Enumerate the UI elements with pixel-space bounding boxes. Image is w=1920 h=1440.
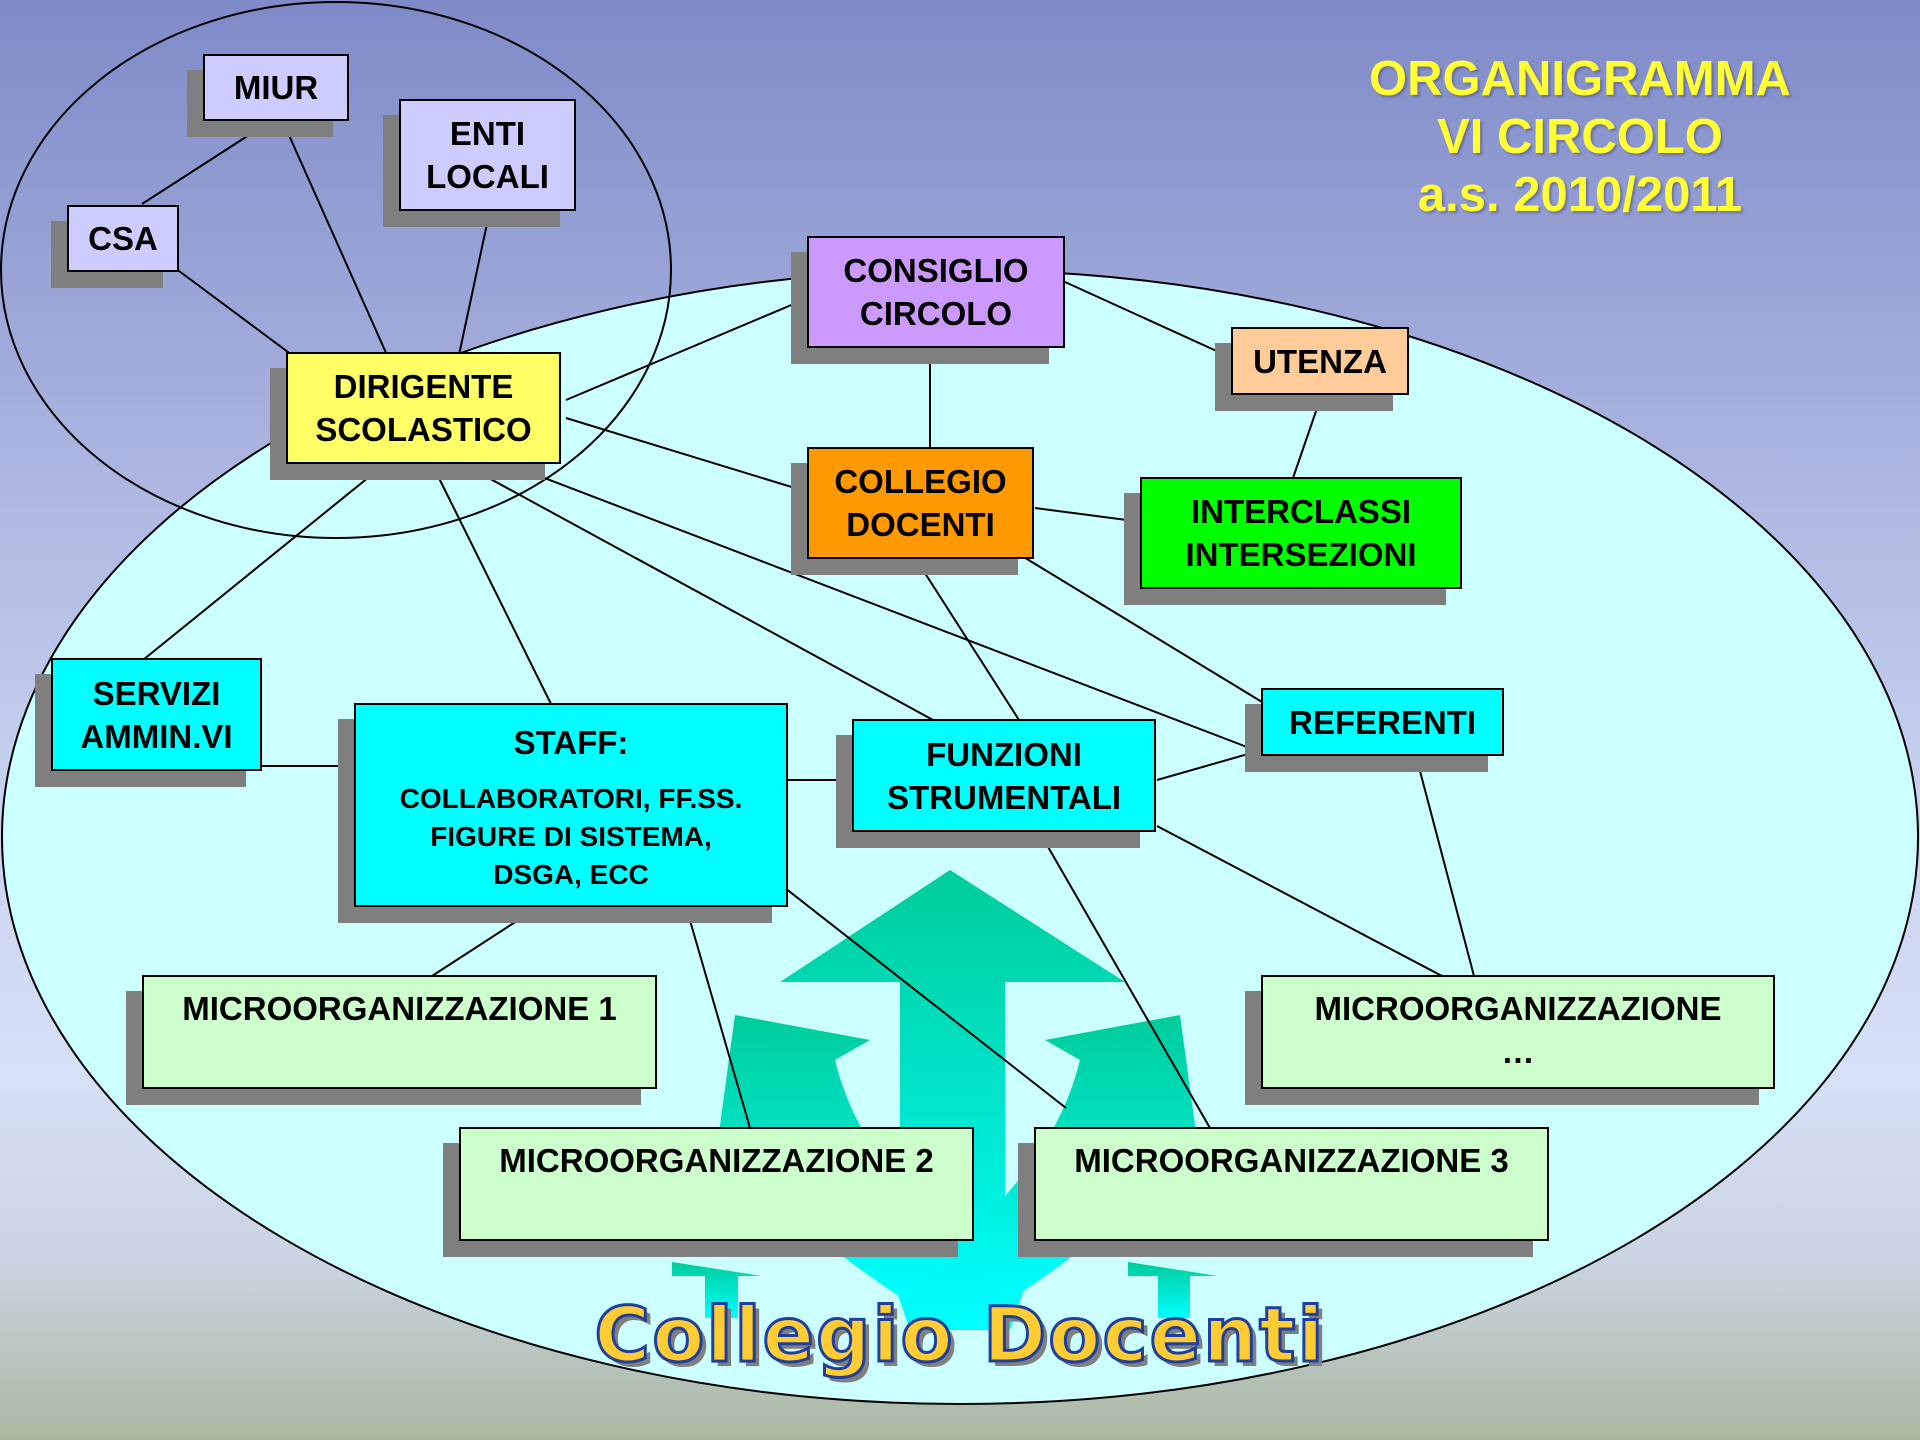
node-microorganizzazione-n: MICROORGANIZZAZIONE … [1261, 975, 1775, 1089]
node-micro1-label: MICROORGANIZZAZIONE 1 [182, 990, 617, 1027]
line-utenza-interclassi [1292, 387, 1325, 479]
node-funzioni-line-1: FUNZIONI [926, 735, 1082, 773]
node-miur: MIUR [203, 54, 349, 121]
node-micro3-label: MICROORGANIZZAZIONE 3 [1074, 1142, 1509, 1179]
node-referenti: REFERENTI [1261, 688, 1504, 756]
line-collegio-referenti [1021, 555, 1263, 703]
node-collegio-docenti: COLLEGIO DOCENTI [807, 447, 1034, 559]
node-utenza: UTENZA [1231, 327, 1409, 395]
line-dirigente-referenti [507, 463, 1261, 753]
line-funzioni-micron [1156, 825, 1443, 977]
line-dirigente-funzioni [462, 463, 934, 721]
connector-lines [141, 114, 1475, 1129]
footer-wordart: Collegio Docenti [593, 1289, 1326, 1381]
node-csa: CSA [67, 205, 179, 272]
node-collegio-line-2: DOCENTI [846, 506, 995, 543]
node-servizi-line-1: SERVIZI [92, 674, 221, 712]
node-enti-locali-line-2: LOCALI [426, 158, 549, 195]
line-dirigente-staff [431, 463, 553, 707]
line-referenti-micron [1414, 751, 1475, 977]
node-staff-line-1: COLLABORATORI, FF.SS. [399, 783, 743, 814]
line-staff-micro3 [784, 887, 1067, 1109]
line-collegio-interclassi [1034, 507, 1143, 523]
title-line-3: a.s. 2010/2011 [1417, 168, 1743, 222]
node-miur-label: MIUR [233, 69, 319, 106]
title-line-1: ORGANIGRAMMA [1369, 52, 1791, 106]
line-staff-micro2 [688, 916, 751, 1129]
node-staff: STAFF: COLLABORATORI, FF.SS. FIGURE DI S… [354, 703, 788, 907]
node-interclassi-line-2: INTERSEZIONI [1185, 536, 1417, 573]
line-funzioni-referenti [1156, 749, 1263, 781]
node-enti-locali-line-1: ENTI [449, 115, 526, 152]
line-dirigente-servizi [142, 463, 386, 661]
line-miur-dirigente [279, 114, 388, 356]
node-dirigente-scolastico: DIRIGENTE SCOLASTICO [286, 352, 561, 464]
title-line-2: VI CIRCOLO [1437, 110, 1723, 164]
node-consiglio-line-1: CONSIGLIO [843, 252, 1029, 289]
external-ellipse [0, 1, 672, 539]
node-csa-label: CSA [88, 220, 158, 257]
node-servizi-line-2: AMMIN.VI [80, 717, 233, 755]
line-miur-csa [141, 114, 281, 205]
line-enti-dirigente [458, 204, 492, 356]
node-microorganizzazione-1: MICROORGANIZZAZIONE 1 [142, 975, 657, 1089]
node-funzioni-strumentali: FUNZIONI STRUMENTALI [852, 719, 1156, 832]
node-staff-heading: STAFF: [513, 724, 629, 761]
node-interclassi-intersezioni: INTERCLASSI INTERSEZIONI [1140, 477, 1462, 589]
node-enti-locali: ENTI LOCALI [399, 99, 576, 211]
node-dirigente-line-1: DIRIGENTE [333, 368, 514, 405]
line-staff-micro1 [431, 916, 524, 977]
line-csa-dirigente [174, 267, 293, 356]
line-collegio-funzioni [913, 555, 1020, 721]
node-funzioni-line-2: STRUMENTALI [886, 778, 1122, 816]
node-micron-line-1: MICROORGANIZZAZIONE [1314, 990, 1722, 1027]
line-dirigente-consiglio [565, 297, 809, 401]
node-staff-line-2: FIGURE DI SISTEMA, [430, 821, 712, 852]
chart-title: ORGANIGRAMMA VI CIRCOLO a.s. 2010/2011 [1330, 50, 1830, 224]
line-consiglio-utenza [1064, 281, 1233, 359]
node-micron-line-2: … [1501, 1033, 1535, 1070]
node-microorganizzazione-3: MICROORGANIZZAZIONE 3 [1034, 1127, 1549, 1241]
node-utenza-label: UTENZA [1253, 342, 1387, 380]
small-up-arrow-left [672, 1262, 762, 1318]
node-consiglio-line-2: CIRCOLO [859, 295, 1013, 332]
small-up-arrow-right [1128, 1262, 1218, 1318]
node-dirigente-line-2: SCOLASTICO [315, 411, 532, 448]
node-interclassi-line-1: INTERCLASSI [1190, 493, 1411, 530]
line-dirigente-collegio [565, 417, 809, 493]
node-consiglio-circolo: CONSIGLIO CIRCOLO [807, 236, 1065, 348]
line-funzioni-micro3 [1035, 825, 1211, 1129]
node-collegio-line-1: COLLEGIO [834, 463, 1007, 500]
node-microorganizzazione-2: MICROORGANIZZAZIONE 2 [459, 1127, 974, 1241]
node-micro2-label: MICROORGANIZZAZIONE 2 [499, 1142, 934, 1179]
node-referenti-label: REFERENTI [1288, 703, 1476, 741]
node-servizi-amministrativi: SERVIZI AMMIN.VI [51, 658, 262, 771]
node-staff-line-3: DSGA, ECC [493, 859, 649, 890]
